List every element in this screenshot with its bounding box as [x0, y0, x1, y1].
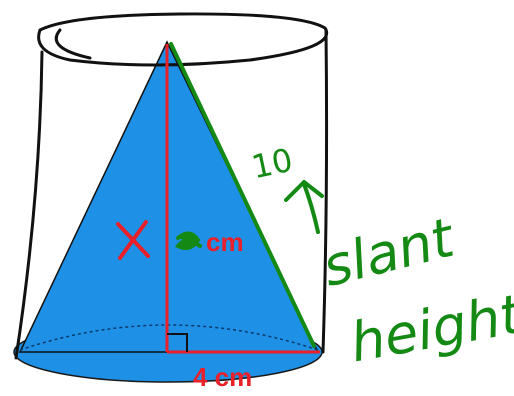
cylinder-outline	[14, 12, 329, 360]
cone-body	[18, 40, 320, 353]
annotation-line-1: slant	[317, 206, 462, 299]
scribble-mark	[174, 231, 202, 250]
height-unit-label: cm	[206, 227, 244, 257]
height-x-mark	[116, 220, 150, 260]
arrow-icon	[284, 180, 324, 234]
right-angle-marker	[167, 333, 188, 352]
radius-label: 4 cm	[193, 362, 252, 392]
slant-value: 10	[248, 141, 296, 187]
slant-height-line	[169, 42, 316, 348]
annotation-line-2: height	[346, 282, 514, 374]
